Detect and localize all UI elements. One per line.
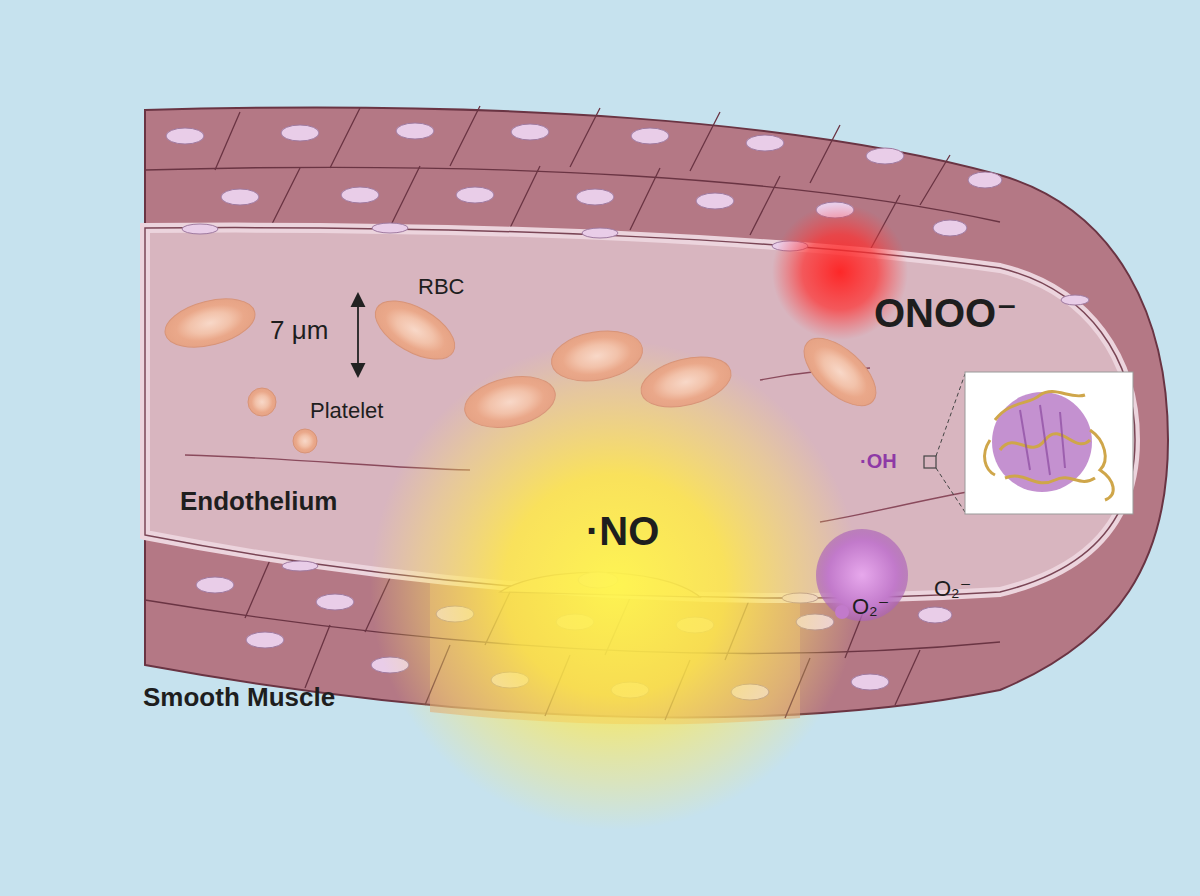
cell-label: RBC <box>418 274 464 299</box>
dimension-label: 7 μm <box>270 316 328 346</box>
cell-label: Platelet <box>310 398 383 423</box>
layer-label: Endothelium <box>180 487 337 517</box>
species-label: ·OH <box>860 450 897 473</box>
species-label: O₂⁻ <box>934 576 971 601</box>
species-label: ONOO⁻ <box>874 290 1017 336</box>
layer-label: Smooth Muscle <box>143 683 335 713</box>
species-label: ·NO <box>586 508 659 554</box>
species-label: O₂⁻ <box>852 594 889 619</box>
